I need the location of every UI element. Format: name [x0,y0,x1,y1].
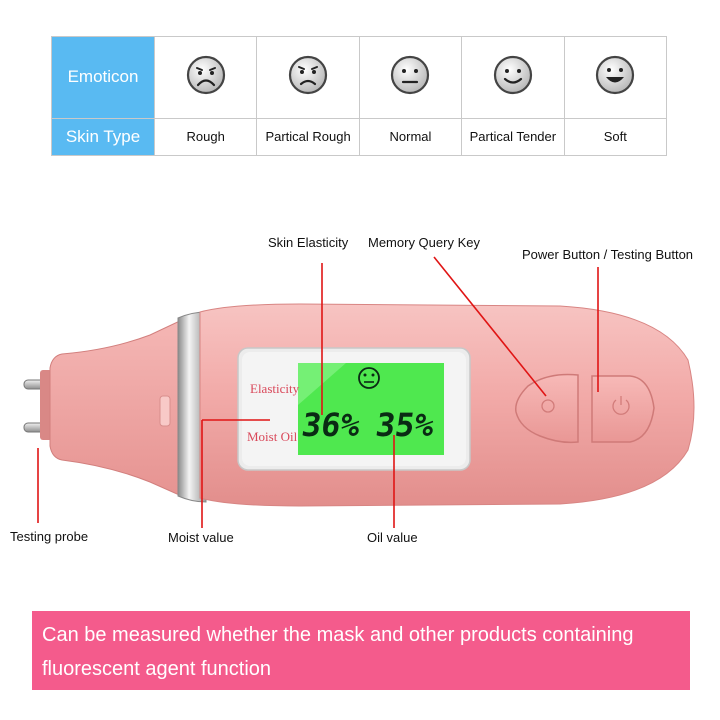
skin-type-table: Emoticon [51,36,668,157]
lcd-moist-value: 36% [299,406,363,444]
lcd-moist-oil-label: Moist Oil [247,429,298,444]
happy-face-icon [596,55,635,94]
skin-type-cell: Partical Rough [256,117,360,157]
skin-tester-device: Elasticity Moist Oil 36% 35% Skin Elasti… [0,200,720,545]
neutral-face-icon [391,55,430,94]
memory-query-key[interactable] [515,373,579,444]
emoticon-cell-partical-rough [256,36,360,119]
emoticon-cell-normal [358,36,463,119]
testing-probe-pins [23,370,52,440]
emoticon-header: Emoticon [51,36,155,119]
emoticon-cell-soft [563,36,668,119]
memory-key-power-icon [541,399,555,413]
skin-type-cell: Normal [358,117,463,157]
emoticon-cell-partical-tender [461,36,565,119]
power-icon [612,396,630,415]
device-illustration [23,256,695,528]
lcd-oil-value: 35% [373,406,437,444]
memory-query-leader [433,256,547,397]
sad-face-icon [288,55,328,94]
skin-type-cell: Rough [153,117,258,157]
skin-elasticity-label: Skin Elasticity [268,235,349,250]
skin-type-cell: Soft [563,117,668,157]
info-banner: Can be measured whether the mask and oth… [32,611,690,690]
very-sad-face-icon [186,55,225,94]
oil-value-label: Oil value [367,530,418,545]
skin-type-cell: Partical Tender [461,117,565,157]
emoticon-row: Emoticon [51,36,668,119]
testing-probe-label: Testing probe [10,529,89,544]
memory-query-key-label: Memory Query Key [368,235,480,250]
lcd-elasticity-label: Elasticity [250,381,300,396]
skin-type-row: Skin Type Rough Partical Rough Normal Pa… [51,117,668,157]
skin-type-header: Skin Type [51,117,155,157]
emoticon-cell-rough [153,36,258,119]
power-button-label: Power Button / Testing Button [522,247,694,262]
lcd-neutral-face-icon [358,367,380,389]
banner-text: Can be measured whether the mask and oth… [42,624,634,680]
power-testing-button[interactable] [591,375,655,443]
moist-value-label: Moist value [168,530,234,545]
probe-clip [159,395,171,427]
chrome-ring [177,311,207,503]
annotation-lines [37,256,599,528]
smile-face-icon [493,55,532,94]
